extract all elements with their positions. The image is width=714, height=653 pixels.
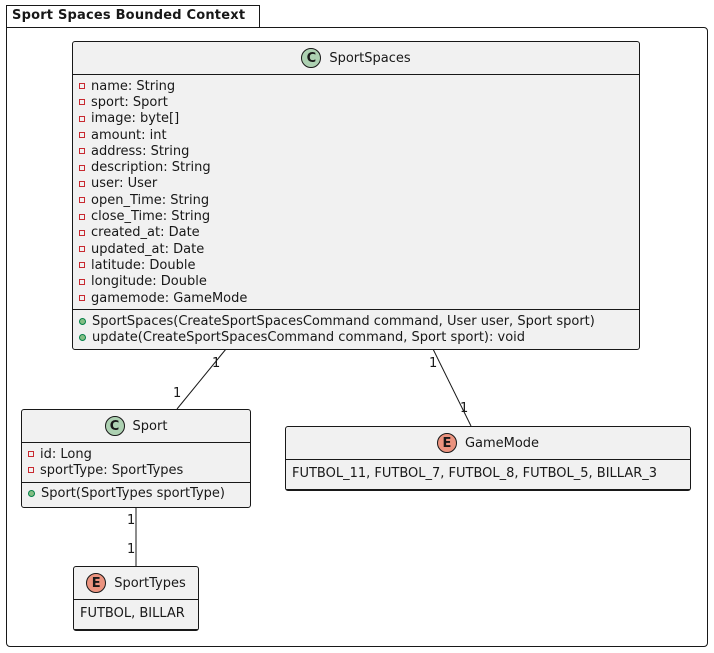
attribute-row: id: Long	[28, 446, 244, 462]
attribute-row: amount: int	[79, 127, 633, 143]
attribute-row: address: String	[79, 143, 633, 159]
relation-sportspaces-sport	[176, 348, 227, 410]
method-row: SportSpaces(CreateSportSpacesCommand com…	[79, 313, 633, 329]
private-icon	[79, 148, 85, 155]
method-text: SportSpaces(CreateSportSpacesCommand com…	[92, 313, 595, 329]
public-icon	[79, 317, 86, 325]
attribute-text: image: byte[]	[91, 111, 180, 127]
attribute-text: updated_at: Date	[91, 241, 205, 257]
attributes-section: name: String sport: Sport image: byte[] …	[73, 74, 639, 309]
attribute-row: longitude: Double	[79, 274, 633, 290]
attribute-text: user: User	[91, 176, 158, 192]
attribute-row: gamemode: GameMode	[79, 290, 633, 306]
attribute-row: name: String	[79, 78, 633, 94]
package-title: Sport Spaces Bounded Context	[12, 8, 246, 23]
class-icon: C	[104, 416, 125, 436]
attribute-text: open_Time: String	[91, 192, 210, 208]
private-icon	[79, 213, 85, 220]
enum-header: E SportTypes	[74, 567, 198, 599]
methods-section: SportSpaces(CreateSportSpacesCommand com…	[73, 309, 639, 349]
attribute-text: amount: int	[91, 127, 167, 143]
class-name: SportSpaces	[329, 50, 411, 66]
class-icon: C	[301, 48, 322, 68]
enum-name: GameMode	[464, 435, 540, 451]
attribute-text: sportType: SportTypes	[40, 462, 184, 478]
attribute-text: created_at: Date	[91, 225, 200, 241]
private-icon	[79, 132, 85, 139]
enum-gamemode[interactable]: E GameMode FUTBOL_11, FUTBOL_7, FUTBOL_8…	[285, 426, 691, 491]
private-icon	[79, 295, 85, 301]
mult-sportspaces-to-gamemode: 1	[429, 356, 438, 371]
attribute-text: latitude: Double	[91, 257, 196, 273]
package-frame	[6, 27, 708, 647]
attribute-row: user: User	[79, 176, 633, 192]
mult-sport-to-sporttypes: 1	[127, 513, 136, 528]
mult-gamemode-from-sportspaces: 1	[460, 401, 469, 416]
attribute-text: name: String	[91, 78, 176, 94]
private-icon	[79, 180, 85, 187]
private-icon	[79, 164, 85, 171]
enum-icon: E	[436, 433, 457, 453]
attribute-row: sport: Sport	[79, 94, 633, 110]
private-icon	[28, 451, 34, 458]
method-text: update(CreateSportSpacesCommand command,…	[92, 330, 526, 346]
enum-name: SportTypes	[114, 575, 186, 591]
enum-header: E GameMode	[286, 427, 690, 459]
public-icon	[79, 334, 86, 342]
public-icon	[28, 490, 35, 498]
class-sport[interactable]: C Sport id: Long sportType: SportTypes S…	[21, 409, 251, 508]
mult-sport-from-sportspaces: 1	[173, 386, 182, 401]
attribute-row: image: byte[]	[79, 111, 633, 127]
attribute-row: description: String	[79, 159, 633, 175]
method-row: Sport(SportTypes sportType)	[28, 486, 244, 502]
attribute-row: latitude: Double	[79, 257, 633, 273]
attribute-text: description: String	[91, 160, 211, 176]
class-header: C Sport	[22, 410, 250, 442]
attribute-row: created_at: Date	[79, 225, 633, 241]
private-icon	[79, 246, 85, 253]
private-icon	[79, 278, 85, 285]
method-row: update(CreateSportSpacesCommand command,…	[79, 329, 633, 345]
attribute-row: close_Time: String	[79, 208, 633, 224]
private-icon	[79, 197, 85, 204]
attribute-row: updated_at: Date	[79, 241, 633, 257]
attribute-text: address: String	[91, 143, 190, 159]
mult-sportspaces-to-sport: 1	[212, 356, 221, 371]
attribute-text: longitude: Double	[91, 274, 207, 290]
private-icon	[79, 229, 85, 236]
class-header: C SportSpaces	[73, 42, 639, 74]
empty-section	[286, 489, 690, 498]
attribute-text: gamemode: GameMode	[91, 290, 248, 306]
enum-icon: E	[86, 573, 107, 593]
private-icon	[79, 83, 85, 90]
private-icon	[79, 115, 85, 122]
attribute-text: sport: Sport	[91, 94, 168, 110]
mult-sporttypes-from-sport: 1	[127, 542, 136, 557]
enum-sporttypes[interactable]: E SportTypes FUTBOL, BILLAR	[73, 566, 199, 631]
private-icon	[28, 467, 34, 474]
attribute-text: id: Long	[40, 446, 92, 462]
private-icon	[79, 262, 85, 269]
enum-values: FUTBOL, BILLAR	[74, 599, 198, 629]
enum-values: FUTBOL_11, FUTBOL_7, FUTBOL_8, FUTBOL_5,…	[286, 459, 690, 489]
class-sportspaces[interactable]: C SportSpaces name: String sport: Sport …	[72, 41, 640, 350]
attribute-row: open_Time: String	[79, 192, 633, 208]
empty-section	[74, 629, 198, 638]
private-icon	[79, 99, 85, 106]
attribute-row: sportType: SportTypes	[28, 462, 244, 478]
methods-section: Sport(SportTypes sportType)	[22, 481, 250, 505]
method-text: Sport(SportTypes sportType)	[41, 486, 225, 502]
attribute-text: close_Time: String	[91, 209, 211, 225]
relation-sportspaces-gamemode	[432, 348, 472, 427]
package-tab	[6, 5, 260, 27]
class-name: Sport	[132, 418, 168, 434]
attributes-section: id: Long sportType: SportTypes	[22, 442, 250, 482]
